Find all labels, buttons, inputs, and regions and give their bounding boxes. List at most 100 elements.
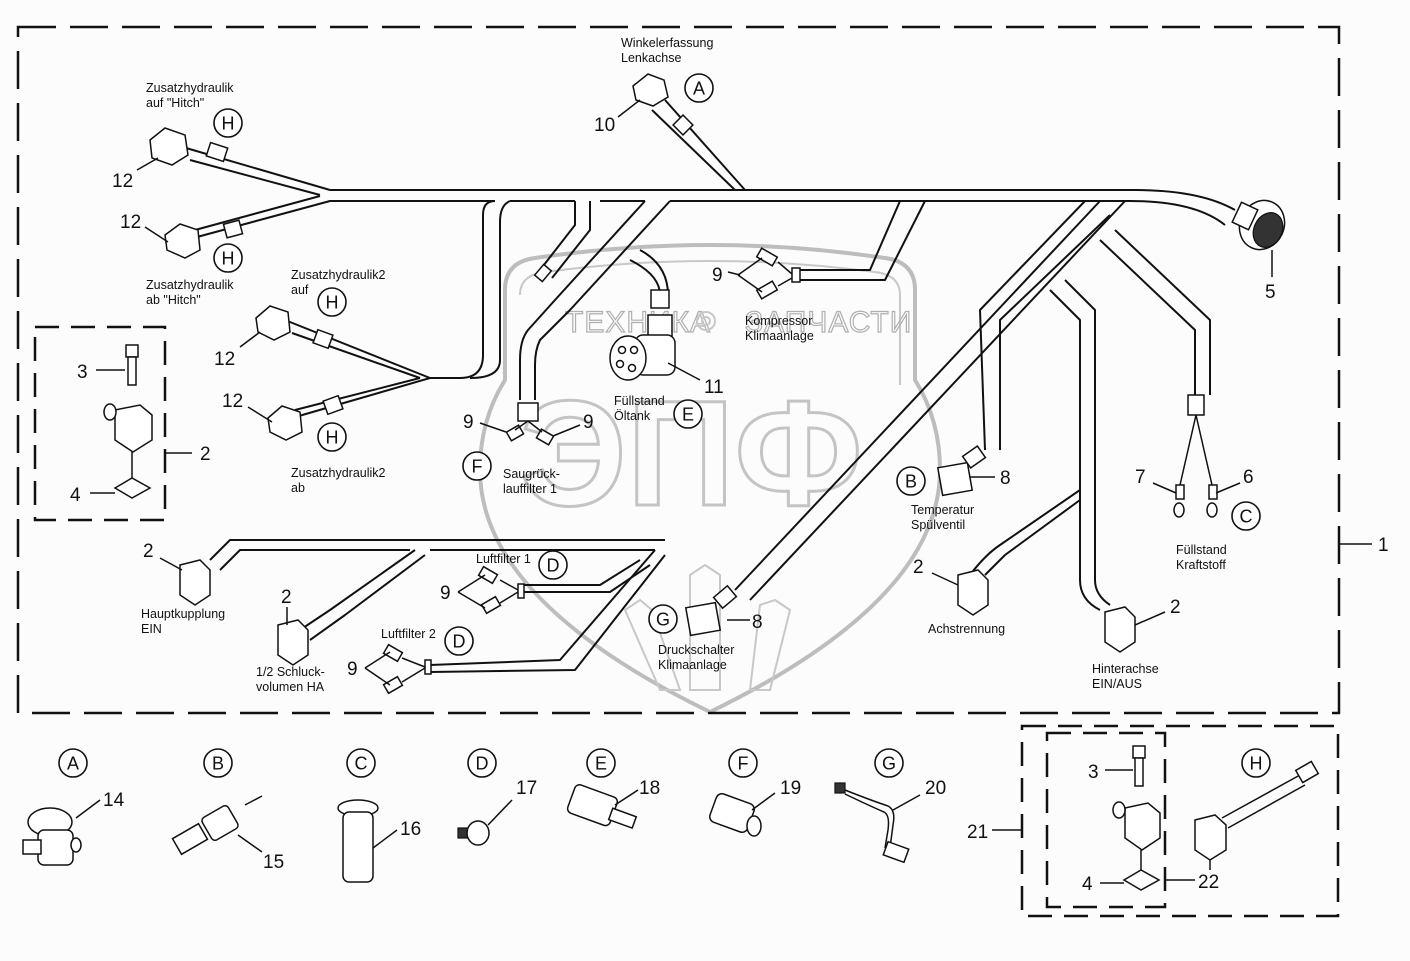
ref-letter-d: D <box>467 748 497 778</box>
label-schluckvolumen: 1/2 Schluck- volumen HA <box>256 665 325 694</box>
wheat-emblem <box>623 563 792 691</box>
connector-8-temperatur[interactable] <box>936 445 987 497</box>
svg-text:Zusatzhydraulik2: Zusatzhydraulik2 <box>291 268 386 282</box>
svg-text:A: A <box>693 79 705 99</box>
kit-box-2 <box>33 325 167 522</box>
callout-8-temperatur: 8 <box>1000 468 1011 489</box>
connector-10-winkelerfassung[interactable] <box>632 73 694 136</box>
svg-text:ab: ab <box>291 481 305 495</box>
callout-3-kit21: 3 <box>1088 762 1099 783</box>
valve-plug-2-schluckvolumen[interactable] <box>277 619 309 666</box>
ref-letter-d: D <box>538 550 568 580</box>
svg-text:EIN: EIN <box>141 622 162 636</box>
ref-letter-e: E <box>586 748 616 778</box>
callout-19: 19 <box>780 778 801 799</box>
callout-1: 1 <box>1378 535 1389 556</box>
connector-8-druckschalter[interactable] <box>684 584 738 637</box>
svg-text:lauffilter 1: lauffilter 1 <box>503 482 557 496</box>
part-19-pressure-switch[interactable] <box>708 792 762 837</box>
connector-12-zh2-auf[interactable] <box>255 305 334 350</box>
label-temperatur: Temperatur Spülventil <box>911 503 974 532</box>
ref-letter-b: B <box>203 748 233 778</box>
valve-plug-2-hauptkupplung[interactable] <box>179 559 211 606</box>
valve-plug-2-kit[interactable] <box>103 403 153 453</box>
ref-letter-g: G <box>648 604 678 634</box>
callout-12-zh2-ab: 12 <box>222 391 243 412</box>
ref-letter-h: H <box>317 422 347 452</box>
svg-text:E: E <box>682 405 694 425</box>
ref-letter-a: A <box>684 73 714 103</box>
connector-9-saugrueck[interactable] <box>505 402 555 446</box>
svg-text:Klimaanlage: Klimaanlage <box>658 658 727 672</box>
connector-9-kompressor[interactable] <box>737 247 801 300</box>
svg-text:Lenkachse: Lenkachse <box>621 51 682 65</box>
label-druckschalter: Druckschalter Klimaanlage <box>658 643 734 672</box>
valve-plug-2-hinterachse[interactable] <box>1104 606 1136 653</box>
part-15-temperature-sensor[interactable] <box>171 795 263 856</box>
part-18-level-switch[interactable] <box>566 783 638 830</box>
svg-text:Temperatur: Temperatur <box>911 503 974 517</box>
svg-text:G: G <box>882 754 896 774</box>
connector-5-round[interactable] <box>1231 193 1292 257</box>
part-14-angle-sensor[interactable] <box>22 807 82 866</box>
callout-2-achstrennung: 2 <box>913 557 924 578</box>
ref-letter-c: C <box>1231 501 1261 531</box>
connector-12-hitch-ab[interactable] <box>164 219 244 259</box>
connector-9-luftfilter1[interactable] <box>457 565 525 615</box>
connector-12-hitch-auf[interactable] <box>149 127 229 166</box>
screw-3[interactable] <box>125 344 139 386</box>
connector-12-zh2-ab[interactable] <box>267 394 344 441</box>
kit-21-screw-3[interactable] <box>1132 745 1146 787</box>
ref-letter-c: C <box>346 748 376 778</box>
kit-21-seal-4[interactable] <box>1122 869 1161 891</box>
callout-4-kit: 4 <box>70 485 81 506</box>
label-kompressor: Kompressor Klimaanlage <box>745 314 814 343</box>
label-achstrennung: Achstrennung <box>928 622 1005 636</box>
label-fuellstand-oeltank: Füllstand Öltank <box>614 394 665 423</box>
label-zh-ab-hitch: Zusatzhydraulik ab "Hitch" <box>146 278 234 307</box>
callout-6: 6 <box>1243 467 1254 488</box>
label-luftfilter2: Luftfilter 2 <box>381 627 436 641</box>
svg-text:Saugrück-: Saugrück- <box>503 467 560 481</box>
callout-2-schluckvolumen: 2 <box>281 587 292 608</box>
part-17-pressure-sensor[interactable] <box>457 820 490 846</box>
svg-text:D: D <box>547 556 560 576</box>
callout-2-hauptkupplung: 2 <box>143 541 154 562</box>
valve-plug-2-achstrennung[interactable] <box>957 569 989 616</box>
callout-5: 5 <box>1265 282 1276 303</box>
label-saugrueck: Saugrück- lauffilter 1 <box>503 467 560 496</box>
callout-9-saug-right: 9 <box>583 412 594 433</box>
part-16-level-sensor[interactable] <box>337 799 379 883</box>
callout-4-kit21: 4 <box>1082 874 1093 895</box>
svg-text:C: C <box>355 754 368 774</box>
callout-16: 16 <box>400 819 421 840</box>
part-20-ac-pressure-switch[interactable] <box>834 782 910 864</box>
svg-text:H: H <box>222 114 235 134</box>
seal-4[interactable] <box>113 477 152 499</box>
kit-21-valve-plug-h[interactable] <box>1194 760 1320 861</box>
svg-text:Klimaanlage: Klimaanlage <box>745 329 814 343</box>
callout-10: 10 <box>594 115 615 136</box>
ref-letter-a: A <box>58 748 88 778</box>
svg-text:1/2 Schluck-: 1/2 Schluck- <box>256 665 325 679</box>
leader-16 <box>372 829 398 849</box>
ref-letter-h: H <box>317 287 347 317</box>
connector-9-luftfilter2[interactable] <box>364 643 432 695</box>
label-hauptkupplung: Hauptkupplung EIN <box>141 607 225 636</box>
ring-terminals-6-7[interactable] <box>1173 394 1218 518</box>
svg-text:Druckschalter: Druckschalter <box>658 643 734 657</box>
svg-text:Zusatzhydraulik: Zusatzhydraulik <box>146 278 234 292</box>
svg-text:Kraftstoff: Kraftstoff <box>1176 558 1226 572</box>
watermark-text-zapchasti: ЗАПЧАСТИ <box>745 306 912 339</box>
kit-21-valve-plug[interactable] <box>1112 801 1161 851</box>
callout-7: 7 <box>1135 467 1146 488</box>
leader-20 <box>892 794 921 811</box>
label-hinterachse: Hinterachse EIN/AUS <box>1092 662 1159 691</box>
svg-text:Füllstand: Füllstand <box>1176 543 1227 557</box>
small-plug-branch <box>533 263 553 283</box>
callout-12-zh2-auf: 12 <box>214 349 235 370</box>
callout-17: 17 <box>516 778 537 799</box>
ref-letter-h: H <box>213 108 243 138</box>
leader-17 <box>487 799 513 826</box>
connector-11-oeltank[interactable] <box>609 289 676 381</box>
